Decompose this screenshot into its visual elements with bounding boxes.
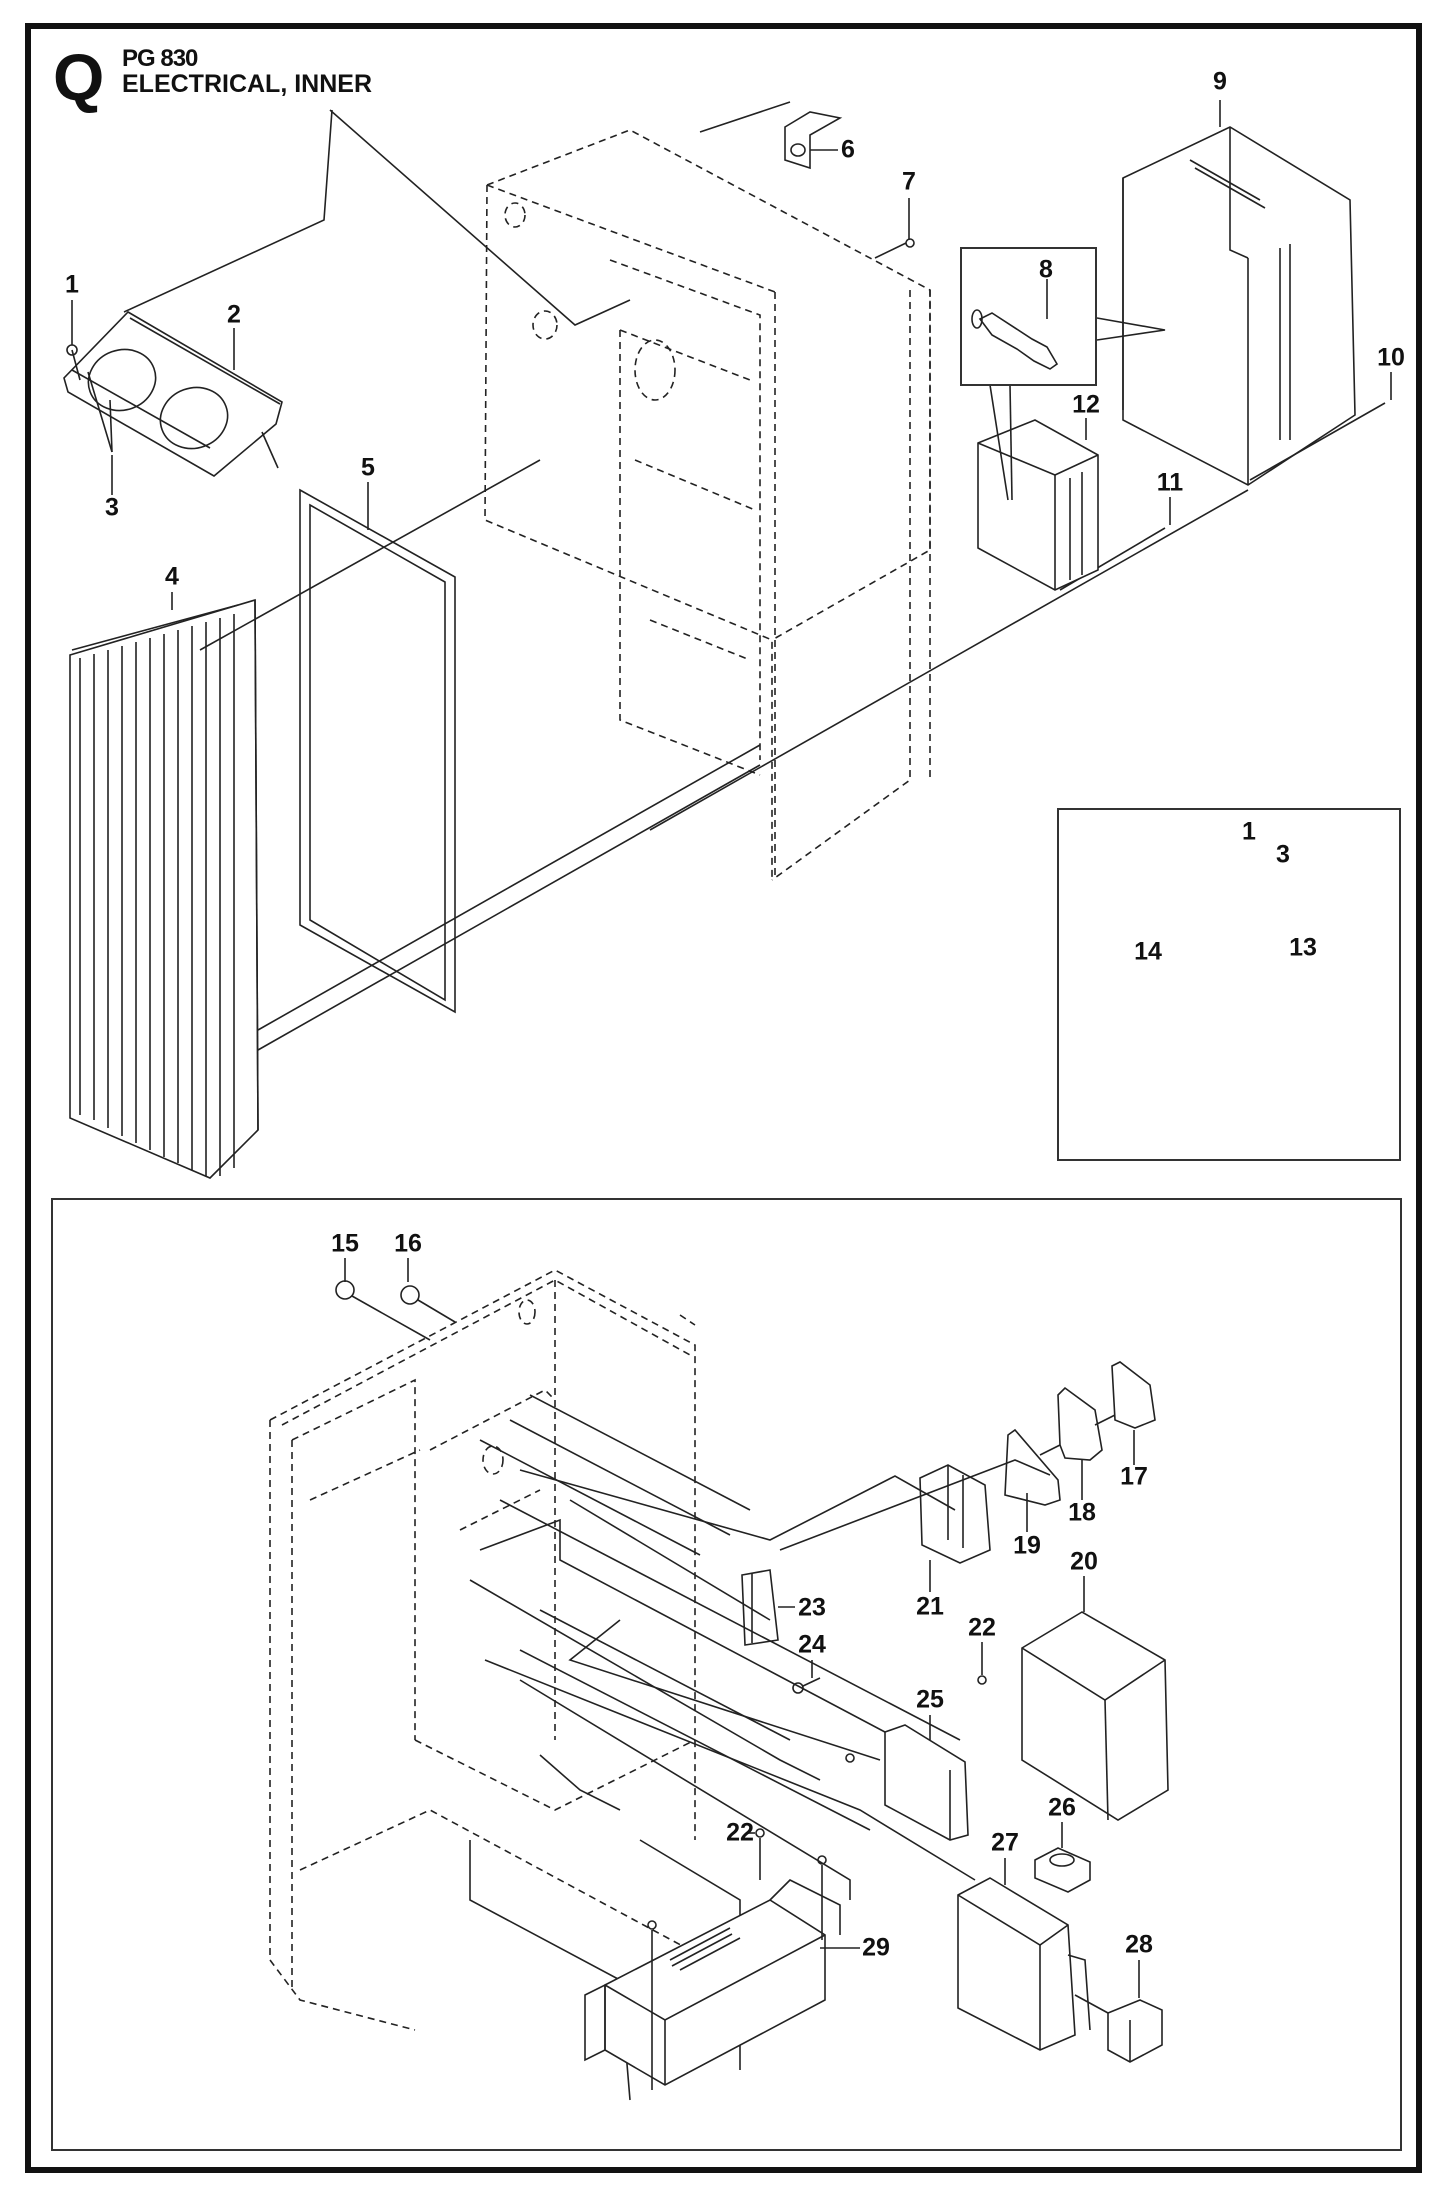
callout-11: 11 — [1156, 468, 1184, 497]
syringe-callout-box — [960, 247, 1097, 386]
callout-15: 15 — [331, 1229, 359, 1258]
callout-27: 27 — [991, 1828, 1019, 1857]
callout-3: 3 — [105, 493, 119, 522]
callout-24: 24 — [798, 1630, 826, 1659]
callout-7: 7 — [902, 167, 916, 196]
callout-17: 17 — [1120, 1462, 1148, 1491]
lower-assembly-frame — [51, 1198, 1402, 2151]
callout-20: 20 — [1070, 1547, 1098, 1576]
callout-9: 9 — [1213, 67, 1227, 96]
callout-28: 28 — [1125, 1930, 1153, 1959]
callout-23: 23 — [798, 1593, 826, 1622]
callout-6: 6 — [841, 135, 855, 164]
inset-callout-13: 13 — [1289, 933, 1317, 962]
callout-22-second: 22 — [726, 1818, 754, 1847]
inset-callout-1: 1 — [1242, 817, 1256, 846]
callout-22: 22 — [968, 1613, 996, 1642]
callout-8: 8 — [1039, 255, 1053, 284]
callout-18: 18 — [1068, 1498, 1096, 1527]
callout-21: 21 — [916, 1592, 944, 1621]
callout-10: 10 — [1377, 343, 1405, 372]
callout-16: 16 — [394, 1229, 422, 1258]
callout-25: 25 — [916, 1685, 944, 1714]
callout-1: 1 — [65, 270, 79, 299]
page-title: ELECTRICAL, INNER — [122, 70, 372, 98]
page-code: PG 830 — [122, 45, 198, 72]
inset-callout-3: 3 — [1276, 840, 1290, 869]
callout-29: 29 — [862, 1933, 890, 1962]
callout-12: 12 — [1072, 390, 1100, 419]
callout-26: 26 — [1048, 1793, 1076, 1822]
syringe-icon — [971, 279, 1059, 370]
inset-callout-14: 14 — [1134, 937, 1162, 966]
callout-19: 19 — [1013, 1531, 1041, 1560]
callout-5: 5 — [361, 453, 375, 482]
callout-4: 4 — [165, 562, 179, 591]
fan-detail-inset — [1057, 808, 1401, 1161]
section-letter: Q — [53, 40, 104, 114]
page-border — [25, 23, 1422, 2173]
callout-2: 2 — [227, 300, 241, 329]
